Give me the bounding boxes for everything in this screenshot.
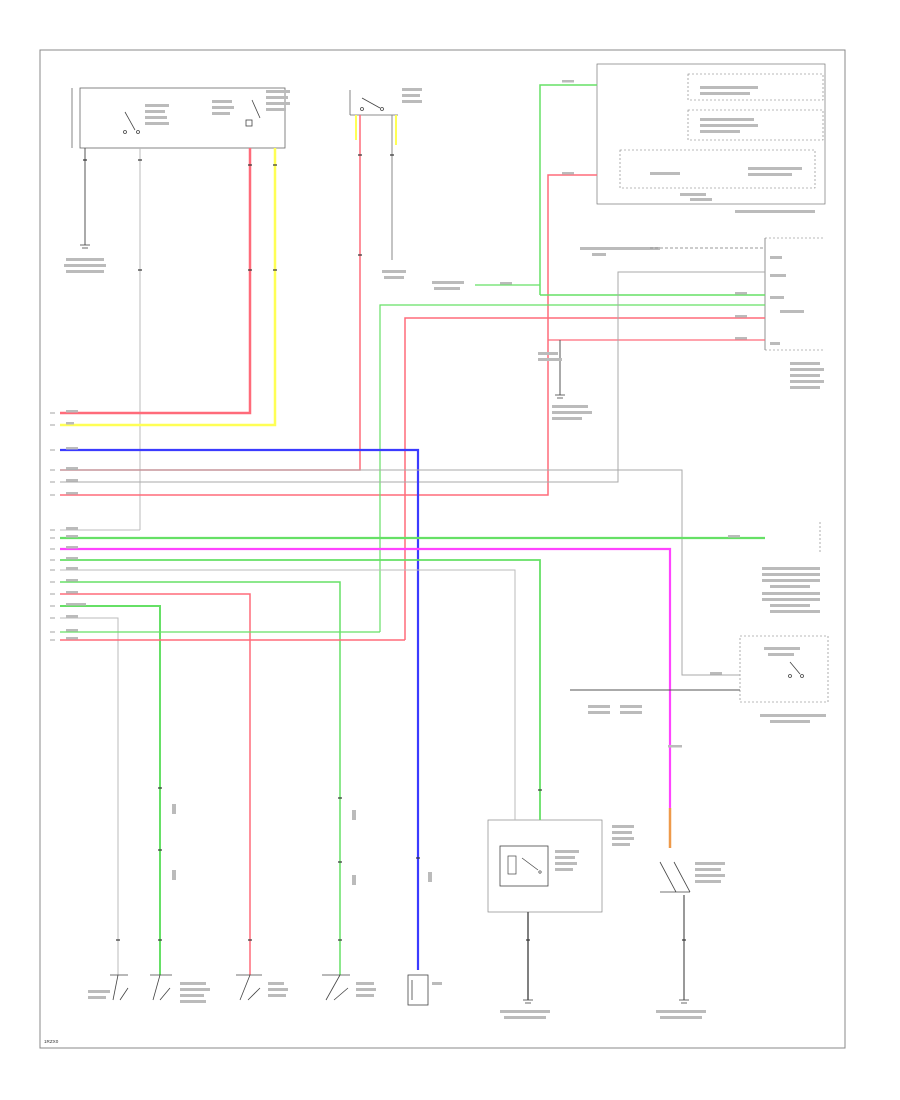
switch-icon: [360, 97, 384, 111]
right-upper-connector: [580, 237, 825, 389]
relay-module: [487, 819, 634, 913]
module-labels: [145, 90, 290, 125]
switch-icon: [123, 111, 140, 134]
wire-gray: [60, 469, 740, 676]
wire-gray: [60, 617, 119, 975]
wire-green: [60, 559, 541, 820]
switch-icon: [788, 661, 804, 678]
wire-red: [404, 317, 765, 640]
switch-icon: [659, 861, 691, 893]
wire-blue: [60, 448, 420, 970]
wire-green: [379, 304, 765, 632]
inline-connectors: [83, 154, 686, 941]
wire-magenta: [60, 547, 672, 808]
top-center-switch: [349, 88, 422, 116]
wire-red: [60, 174, 597, 496]
switch-icon: [322, 974, 350, 1001]
bottom-switch-labels: [88, 982, 442, 1003]
switch-icon: [150, 974, 172, 1001]
top-left-switch-module: [71, 87, 290, 149]
wire-green: [539, 84, 597, 295]
wire-red: [60, 148, 252, 415]
right-middle-block: [739, 522, 829, 723]
wire-green: [60, 581, 341, 975]
ground-labels: [64, 258, 706, 1019]
wire-red: [60, 593, 251, 975]
control-module-box: [596, 63, 826, 213]
wire-code-marks: [66, 80, 747, 885]
diagram-frame: [39, 49, 846, 1049]
wire-yellow: [60, 148, 277, 427]
relay-icon: [507, 855, 542, 875]
switch-icon: [245, 99, 261, 127]
bottom-switches: [110, 974, 429, 1006]
wires: [60, 84, 765, 1000]
switch-icon: [236, 974, 262, 1001]
wire-red: [60, 115, 361, 471]
wire-green: [60, 605, 161, 975]
wire-gray: [60, 271, 765, 483]
footer-code: 1RZX0: [44, 1039, 59, 1044]
wire-gray: [60, 569, 516, 820]
connector-icon: [407, 974, 429, 1006]
bottom-right-switch: [659, 861, 725, 893]
switch-icon: [110, 974, 129, 1001]
ground-icon: [80, 244, 689, 1004]
left-connector-pins: [50, 412, 55, 641]
